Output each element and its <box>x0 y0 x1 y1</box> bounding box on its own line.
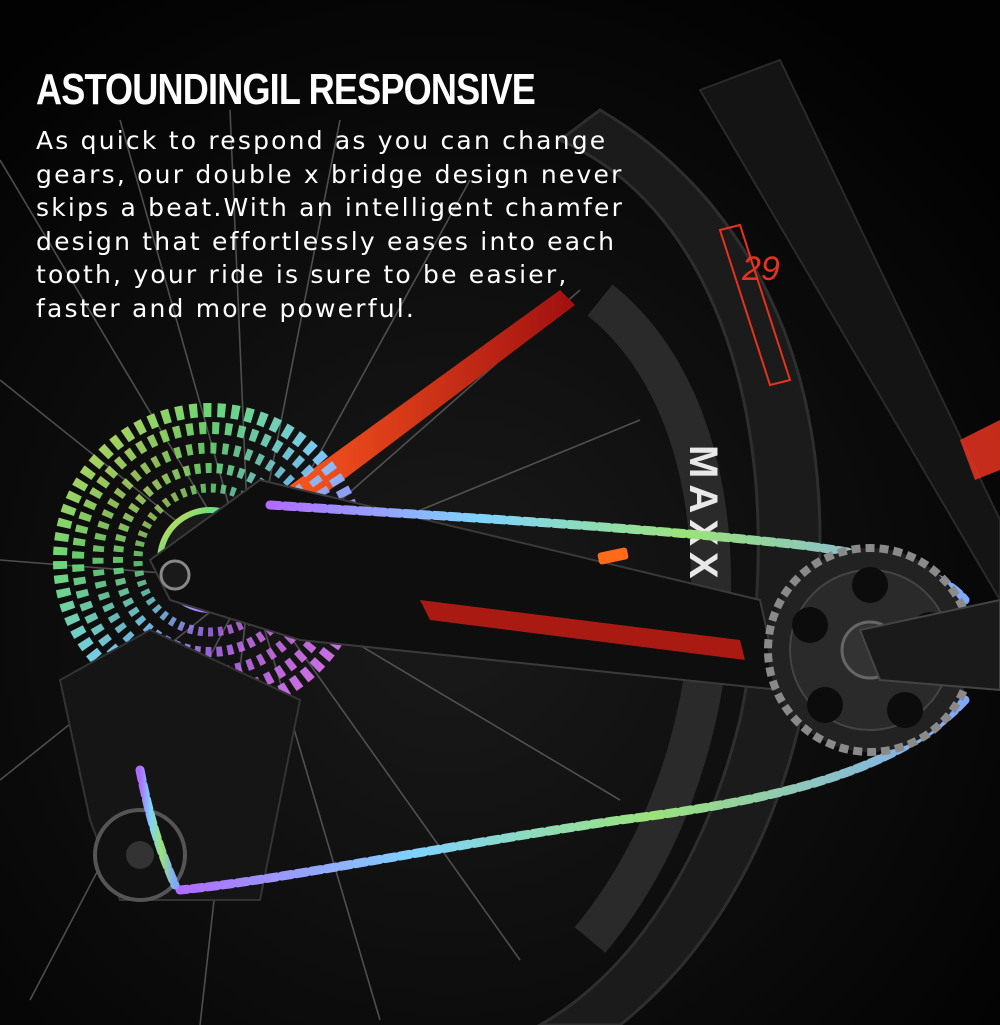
svg-text:MAXX: MAXX <box>681 445 725 585</box>
description-line: As quick to respond as you can change <box>36 126 608 155</box>
headline: ASTOUNDINGIL RESPONSIVE <box>36 65 536 114</box>
frame-seat-tube: 29 <box>698 58 1000 602</box>
tire-brand-label: MAXX <box>681 445 725 585</box>
rear-derailleur <box>58 628 302 902</box>
valve-cap <box>597 547 629 565</box>
description-line: skips a beat.With an intelligent chamfer <box>36 193 625 222</box>
frame-size-text: 29 <box>741 250 780 288</box>
chain-stay <box>148 478 782 692</box>
crank-arm <box>858 598 1000 692</box>
description-line: tooth, your ride is sure to be easier, <box>36 260 569 289</box>
description-line: design that effortlessly eases into each <box>36 226 617 256</box>
frame-size-decal <box>718 223 792 387</box>
description-text: As quick to respond as you can change ge… <box>36 124 716 325</box>
seat-stay <box>270 290 575 520</box>
description-line: gears, our double x bridge design never <box>36 159 624 189</box>
description-line: faster and more powerful. <box>36 293 417 323</box>
